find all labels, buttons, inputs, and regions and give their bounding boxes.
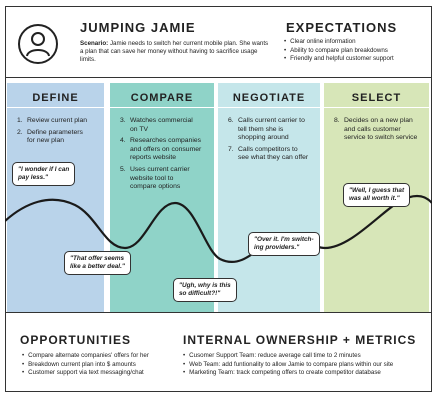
step-number: 5.: [120, 165, 126, 173]
expectation-item: Friendly and helpful customer support: [284, 55, 394, 64]
step-number: 3.: [120, 117, 126, 124]
stage-divider: [7, 107, 104, 108]
quote-bubble: "I wonder if I can pay less.": [12, 162, 76, 186]
quote-bubble: "Well, I guess that was all worth it.": [343, 183, 411, 207]
stage-title: DEFINE: [32, 92, 79, 104]
journey-map-frame: [5, 6, 432, 392]
step-text: Calls competitors to see what they can o…: [238, 145, 309, 162]
step-number: 2.: [17, 128, 23, 136]
step-item: 7. Calls competitors to see what they can…: [228, 146, 308, 163]
expectation-item: Clear online information: [284, 38, 394, 47]
step-text: Define parameters for new plan: [27, 128, 83, 145]
metrics-list: Cusomer Support Team: reduce average cal…: [183, 352, 393, 378]
stage-steps: 8. Decides on a new plan and calls custom…: [334, 117, 417, 146]
step-item: 4. Researches companies and offers on con…: [120, 137, 201, 163]
scenario-text: Scenario: Jamie needs to switch her curr…: [80, 40, 270, 64]
step-number: 6.: [228, 117, 234, 124]
step-number: 4.: [120, 137, 126, 145]
step-item: 2. Define parameters for new plan: [17, 129, 87, 146]
stage-negotiate: NEGOTIATE 6. Calls current carrier to tel…: [218, 83, 320, 312]
persona-header: [5, 6, 432, 78]
step-number: 8.: [334, 117, 340, 124]
step-number: 7.: [228, 145, 234, 153]
step-item: 8. Decides on a new plan and calls custom…: [334, 117, 417, 143]
stage-steps: 3. Watches commercial on TV 4. Researches …: [120, 117, 201, 195]
step-text: Watches commercial on TV: [130, 117, 193, 133]
step-item: 1. Review current plan: [17, 117, 87, 126]
opportunities-list: Compare alternate companies' offers for …: [22, 352, 149, 378]
expectations-title: EXPECTATIONS: [286, 20, 398, 35]
stage-compare: COMPARE 3. Watches commercial on TV 4. Res…: [110, 83, 214, 312]
user-silhouette-icon: [26, 32, 50, 57]
stage-title: COMPARE: [130, 92, 194, 104]
step-item: 6. Calls current carrier to tell them she…: [228, 117, 308, 143]
quote-bubble: "Ugh, why is this so difficult?!": [173, 278, 237, 302]
opportunity-item: Compare alternate companies' offers for …: [22, 352, 149, 361]
stage-title: NEGOTIATE: [232, 92, 306, 104]
user-avatar-icon: [18, 24, 58, 64]
step-text: Uses current carrier website tool to com…: [130, 165, 190, 191]
stage-steps: 6. Calls current carrier to tell them she…: [228, 117, 308, 166]
metric-item: Cusomer Support Team: reduce average cal…: [183, 352, 393, 361]
emotion-curve-chart: [5, 194, 432, 263]
persona-name: JUMPING JAMIE: [80, 20, 196, 35]
step-item: 5. Uses current carrier website tool to c…: [120, 166, 201, 192]
opportunities-title: OPPORTUNITIES: [20, 333, 132, 347]
opportunity-item: Customer support via text messaging/chat: [22, 369, 149, 378]
metrics-title: INTERNAL OWNERSHIP + METRICS: [183, 333, 417, 347]
expectation-item: Ability to compare plan breakdowns: [284, 47, 394, 56]
step-item: 3. Watches commercial on TV: [120, 117, 201, 134]
metric-item: Web Team: add funtionality to allow Jami…: [183, 361, 393, 370]
emotion-curve-line: [5, 194, 432, 263]
stage-divider: [218, 107, 320, 108]
step-text: Calls current carrier to tell them she i…: [238, 117, 305, 142]
step-text: Review current plan: [27, 117, 88, 124]
step-number: 1.: [17, 117, 23, 124]
step-text: Researches companies and offers on consu…: [130, 137, 202, 162]
step-text: Decides on a new plan and calls customer…: [344, 117, 418, 142]
stage-steps: 1. Review current plan 2. Define parameter…: [17, 117, 87, 149]
stage-divider: [324, 107, 429, 108]
expectations-list: Clear online information Ability to comp…: [284, 38, 394, 64]
scenario-body: Jamie needs to switch her current mobile…: [80, 40, 269, 63]
quote-bubble: "Over it. I'm switch- ing providers.": [248, 232, 320, 256]
quote-bubble: "That offer seems like a better deal.": [64, 251, 131, 275]
opportunity-item: Breakdown current plan into $ amounts: [22, 361, 149, 370]
scenario-label: Scenario:: [80, 40, 109, 47]
stage-title: SELECT: [351, 92, 402, 104]
metric-item: Marketing Team: track competing offers t…: [183, 369, 393, 378]
stage-divider: [110, 107, 214, 108]
bottom-section: [5, 312, 432, 392]
